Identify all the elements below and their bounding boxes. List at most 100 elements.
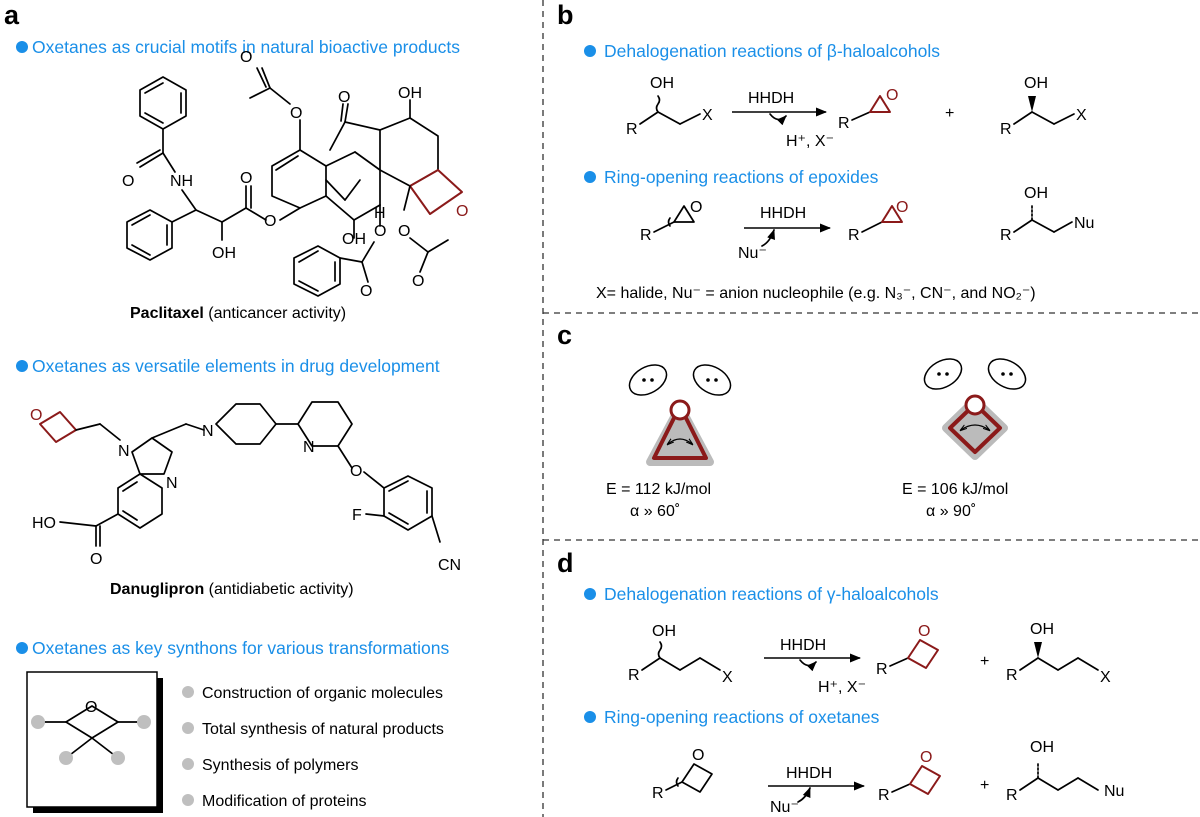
svg-text:O: O xyxy=(374,223,386,240)
svg-text:OH: OH xyxy=(1030,739,1054,756)
b-haloalcohol-substrate: R OH X xyxy=(626,75,713,138)
panel-a-heading-2: Oxetanes as versatile elements in drug d… xyxy=(32,356,440,376)
b-enzyme-label-1: HHDH xyxy=(748,90,794,107)
d-haloalcohol-substrate: R OH X xyxy=(628,623,733,686)
b-plus-1: + xyxy=(945,105,954,122)
svg-text:NH: NH xyxy=(170,173,193,190)
danuglipron-caption: Danuglipron (antidiabetic activity) xyxy=(110,581,354,598)
svg-text:X: X xyxy=(1100,669,1111,686)
curved-arrow-icon xyxy=(769,113,787,126)
svg-text:O: O xyxy=(918,623,930,640)
svg-text:R: R xyxy=(652,785,664,802)
gray-bullet-icon xyxy=(182,758,194,770)
paclitaxel-caption: Paclitaxel (anticancer activity) xyxy=(130,305,346,322)
svg-text:R: R xyxy=(838,115,850,132)
svg-text:O: O xyxy=(398,223,410,240)
b-footnote: X= halide, Nu⁻ = anion nucleophile (e.g.… xyxy=(596,285,1036,302)
d-unreacted-haloalcohol: R OH X xyxy=(1006,621,1111,686)
d-plus-2: + xyxy=(980,777,989,794)
bullet-icon xyxy=(16,360,28,372)
svg-text:N: N xyxy=(202,423,214,440)
curved-arrow-icon xyxy=(761,229,775,247)
synthon-box xyxy=(26,671,158,808)
gray-bullet-icon xyxy=(182,794,194,806)
panel-a-heading-3: Oxetanes as key synthons for various tra… xyxy=(32,638,450,658)
svg-text:R: R xyxy=(876,661,888,678)
b-epoxide-product-2: R O xyxy=(848,199,908,244)
svg-text:OH: OH xyxy=(1030,621,1054,638)
svg-text:OH: OH xyxy=(342,231,366,248)
b-nucleophile-label: Nu⁻ xyxy=(738,245,767,262)
use-item: Total synthesis of natural products xyxy=(202,721,444,738)
d-enzyme-label-1: HHDH xyxy=(780,637,826,654)
svg-text:O: O xyxy=(90,551,102,568)
svg-text:OH: OH xyxy=(650,75,674,92)
gray-bullet-icon xyxy=(182,686,194,698)
svg-text:R: R xyxy=(1006,787,1018,804)
panel-b-heading-1: Dehalogenation reactions of β-haloalcoho… xyxy=(604,41,940,61)
epoxide-energy: E = 112 kJ/mol xyxy=(606,481,711,498)
svg-text:OH: OH xyxy=(212,245,236,262)
oxetane-energy: E = 106 kJ/mol xyxy=(902,481,1008,498)
svg-text:O: O xyxy=(240,49,252,66)
gray-bullet-icon xyxy=(182,722,194,734)
d-oxetane-substrate: R O xyxy=(652,747,713,802)
svg-text:R: R xyxy=(640,227,652,244)
epoxide-strain-diagram xyxy=(628,364,732,466)
svg-text:X: X xyxy=(702,107,713,124)
svg-text:O: O xyxy=(122,173,134,190)
paclitaxel-structure: O NH OH O O O O xyxy=(122,49,468,300)
svg-text:O: O xyxy=(30,407,42,424)
curved-arrow-icon xyxy=(799,659,817,672)
use-list: Construction of organic molecules Total … xyxy=(182,685,444,810)
d-oxetane-product-1: R O xyxy=(876,623,939,678)
b-epoxide-substrate: R O xyxy=(640,199,702,244)
danuglipron-structure: O N N O HO N N O F CN xyxy=(30,401,461,574)
svg-text:O: O xyxy=(456,203,468,220)
b-enzyme-label-2: HHDH xyxy=(760,205,806,222)
svg-text:OH: OH xyxy=(398,85,422,102)
svg-text:X: X xyxy=(722,669,733,686)
svg-text:CN: CN xyxy=(438,557,461,574)
oxetane-angle: α » 90˚ xyxy=(926,503,976,520)
bullet-icon xyxy=(584,171,596,183)
curved-arrow-icon xyxy=(797,787,811,803)
bullet-icon xyxy=(584,588,596,600)
svg-text:O: O xyxy=(290,105,302,122)
svg-text:R: R xyxy=(1000,121,1012,138)
svg-text:R: R xyxy=(626,121,638,138)
panel-d-heading-1: Dehalogenation reactions of γ-haloalcoho… xyxy=(604,584,939,604)
b-unreacted-haloalcohol: R OH X xyxy=(1000,75,1087,138)
svg-text:OH: OH xyxy=(1024,185,1048,202)
oxetane-synthon-icon: O xyxy=(31,699,151,765)
use-item: Synthesis of polymers xyxy=(202,757,359,774)
svg-text:R: R xyxy=(1000,227,1012,244)
svg-text:R: R xyxy=(848,227,860,244)
use-item: Construction of organic molecules xyxy=(202,685,443,702)
d-byproduct-label: H⁺, X⁻ xyxy=(818,679,866,696)
svg-text:H: H xyxy=(374,205,386,222)
svg-text:R: R xyxy=(1006,667,1018,684)
panel-b-heading-2: Ring-opening reactions of epoxides xyxy=(604,167,879,187)
svg-text:Nu: Nu xyxy=(1104,783,1124,800)
svg-text:F: F xyxy=(352,507,362,524)
svg-text:O: O xyxy=(360,283,372,300)
epoxide-angle: α » 60˚ xyxy=(630,503,680,520)
panel-label-d: d xyxy=(557,548,574,578)
svg-text:O: O xyxy=(338,89,350,106)
d-plus-1: + xyxy=(980,653,989,670)
use-item: Modification of proteins xyxy=(202,793,367,810)
bullet-icon xyxy=(584,45,596,57)
svg-text:O: O xyxy=(692,747,704,764)
d-ring-opened-product: R OH Nu xyxy=(1006,739,1124,804)
svg-text:N: N xyxy=(118,443,130,460)
oxetane-strain-diagram xyxy=(923,358,1027,460)
panel-label-c: c xyxy=(557,320,572,350)
panel-label-b: b xyxy=(557,0,574,30)
svg-text:R: R xyxy=(628,667,640,684)
bullet-icon xyxy=(584,711,596,723)
panel-label-a: a xyxy=(4,0,20,30)
svg-text:O: O xyxy=(264,213,276,230)
svg-text:O: O xyxy=(85,699,97,716)
